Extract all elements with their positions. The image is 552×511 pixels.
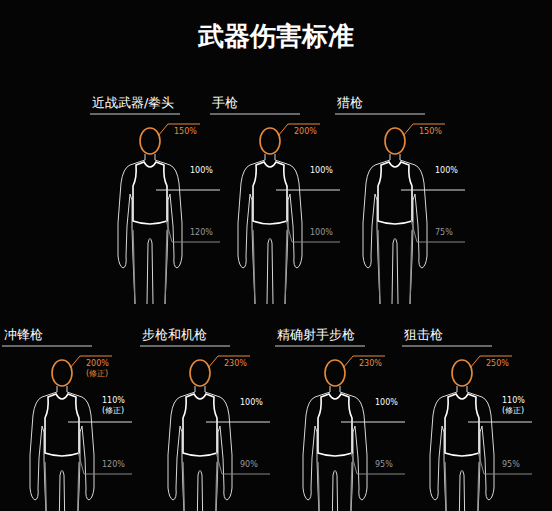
torso-zone <box>445 394 479 456</box>
weapon-name: 步枪和机枪 <box>142 328 207 343</box>
head-zone <box>52 360 72 386</box>
head-percent: 250% <box>486 359 509 368</box>
head-percent: 200% <box>294 127 317 136</box>
head-leader <box>403 124 445 136</box>
leg-leader <box>166 220 220 242</box>
body-outline <box>238 154 302 304</box>
leg-percent: 75% <box>435 228 453 237</box>
body-outline <box>168 386 232 511</box>
correction-note: (修正) <box>102 406 124 415</box>
body-outline <box>363 154 427 304</box>
head-zone <box>190 360 210 386</box>
leg-percent: 120% <box>102 460 125 469</box>
name-underline <box>335 114 425 115</box>
head-zone <box>260 128 280 154</box>
head-zone <box>452 360 472 386</box>
name-underline <box>90 114 180 115</box>
head-percent: 150% <box>419 127 442 136</box>
correction-note: (修正) <box>86 369 108 378</box>
torso-zone <box>45 394 79 456</box>
body-percent: 110% <box>102 396 125 405</box>
leg-leader <box>351 452 405 474</box>
torso-zone <box>133 162 167 224</box>
name-underline <box>210 114 300 115</box>
body-percent: 100% <box>435 166 458 175</box>
body-percent: 110% <box>502 396 525 405</box>
head-zone <box>325 360 345 386</box>
body-leader <box>341 422 405 423</box>
body-outline <box>303 386 367 511</box>
body-percent: 100% <box>375 398 398 407</box>
head-leader <box>470 356 512 368</box>
leg-zone <box>253 230 287 304</box>
leg-zone <box>378 230 412 304</box>
leg-percent: 95% <box>502 460 520 469</box>
head-leader <box>70 356 112 368</box>
body-leader <box>68 422 132 423</box>
leg-percent: 90% <box>240 460 258 469</box>
human-figure <box>303 360 367 511</box>
leg-percent: 95% <box>375 460 393 469</box>
head-leader <box>208 356 250 368</box>
body-percent: 100% <box>190 166 213 175</box>
head-leader <box>158 124 200 136</box>
head-percent: 200% <box>86 359 109 368</box>
leg-leader <box>411 220 465 242</box>
head-zone <box>385 128 405 154</box>
name-underline <box>140 346 230 347</box>
leg-leader <box>78 452 132 474</box>
head-percent: 230% <box>224 359 247 368</box>
head-leader <box>278 124 320 136</box>
head-percent: 230% <box>359 359 382 368</box>
human-figure <box>30 360 94 511</box>
body-leader <box>276 190 340 191</box>
weapon-name: 猎枪 <box>337 96 363 111</box>
name-underline <box>402 346 492 347</box>
body-leader <box>401 190 465 191</box>
human-figure <box>238 128 302 304</box>
human-figure <box>168 360 232 511</box>
body-percent: 100% <box>240 398 263 407</box>
name-underline <box>275 346 365 347</box>
leg-zone <box>318 462 352 511</box>
body-outline <box>30 386 94 511</box>
human-figure <box>430 360 494 511</box>
torso-zone <box>253 162 287 224</box>
body-leader <box>206 422 270 423</box>
page-title: 武器伤害标准 <box>0 22 552 52</box>
correction-note: (修正) <box>502 406 524 415</box>
leg-zone <box>445 462 479 511</box>
leg-leader <box>216 452 270 474</box>
leg-percent: 120% <box>190 228 213 237</box>
leg-leader <box>286 220 340 242</box>
body-outline <box>118 154 182 304</box>
weapon-name: 近战武器/拳头 <box>92 96 174 111</box>
torso-zone <box>318 394 352 456</box>
leg-zone <box>183 462 217 511</box>
human-figure <box>363 128 427 304</box>
torso-zone <box>183 394 217 456</box>
leg-zone <box>45 462 79 511</box>
body-leader <box>468 422 532 423</box>
head-leader <box>343 356 385 368</box>
torso-zone <box>378 162 412 224</box>
weapon-name: 手枪 <box>212 96 238 111</box>
body-percent: 100% <box>310 166 333 175</box>
leg-percent: 100% <box>310 228 333 237</box>
name-underline <box>2 346 92 347</box>
weapon-name: 冲锋枪 <box>4 328 43 343</box>
body-outline <box>430 386 494 511</box>
human-figure <box>118 128 182 304</box>
leg-zone <box>133 230 167 304</box>
leg-leader <box>478 452 532 474</box>
head-percent: 150% <box>174 127 197 136</box>
body-leader <box>156 190 220 191</box>
head-zone <box>140 128 160 154</box>
weapon-name: 精确射手步枪 <box>277 328 355 343</box>
weapon-name: 狙击枪 <box>404 328 443 343</box>
